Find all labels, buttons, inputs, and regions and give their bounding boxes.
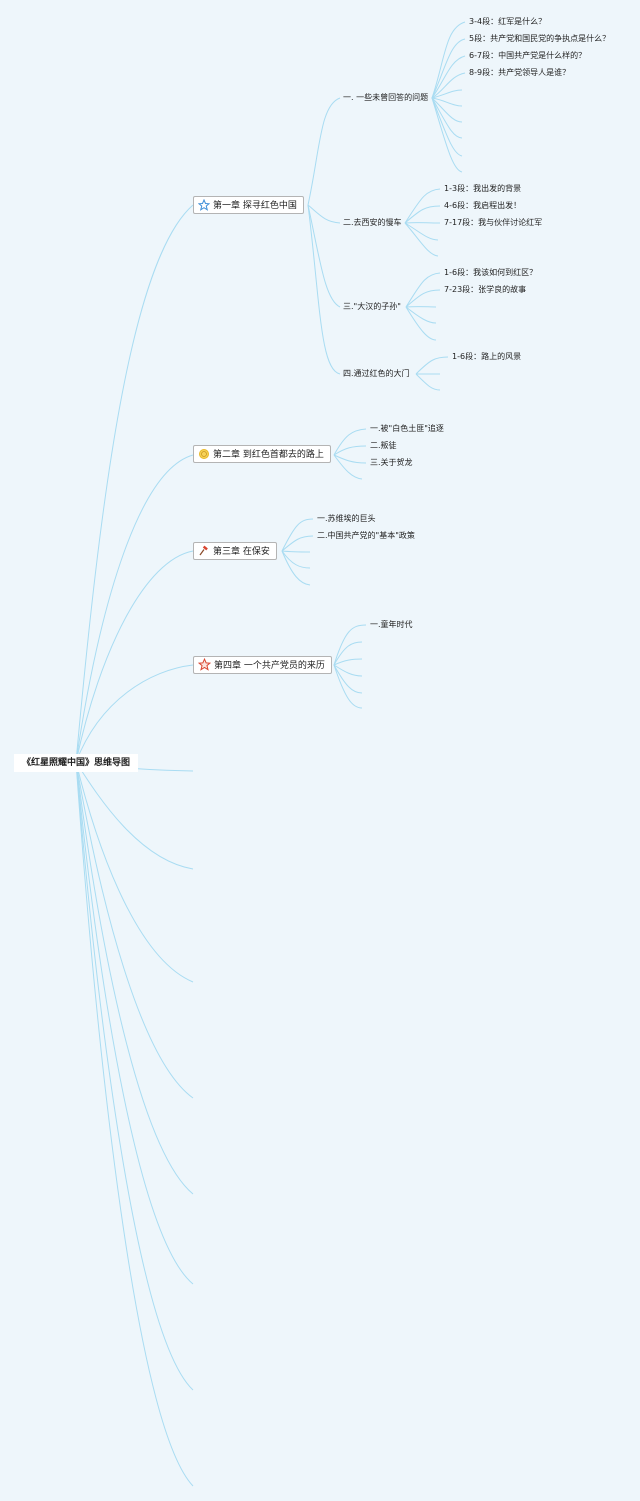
chapter-1-section-1-item-2[interactable]: 5段：共产党和国民党的争执点是什么？ — [469, 34, 611, 43]
chapter-4-title: 第四章 一个共产党员的来历 — [214, 661, 325, 671]
chapter-2-section-3[interactable]: 三.关于贺龙 — [370, 458, 413, 467]
chapter-4-node[interactable]: 第四章 一个共产党员的来历 — [193, 656, 332, 674]
chapter-2-section-2[interactable]: 二.叛徒 — [370, 441, 397, 450]
chapter-1-section-2-item-3[interactable]: 7-17段：我与伙伴讨论红军 — [444, 218, 543, 227]
chapter-2-title: 第二章 到红色首都去的路上 — [213, 450, 324, 460]
red-star-icon — [198, 658, 211, 671]
coin-icon — [199, 448, 209, 459]
chapter-1-section-2-item-1[interactable]: 1-3段：我出发的背景 — [444, 184, 522, 193]
chapter-3-section-1[interactable]: 一.苏维埃的巨头 — [317, 514, 376, 523]
chapter-1-section-1-item-1[interactable]: 3-4段：红军是什么？ — [469, 17, 547, 26]
chapter-4-section-1[interactable]: 一.童年时代 — [370, 620, 413, 629]
root-node[interactable]: 《红星照耀中国》思维导图 — [14, 754, 138, 772]
chapter-1-section-3-item-2[interactable]: 7-23段：张学良的故事 — [444, 285, 527, 294]
chapter-3-node[interactable]: 第三章 在保安 — [193, 542, 277, 560]
star-outline-icon — [198, 198, 210, 211]
chapter-1-section-2-item-2[interactable]: 4-6段：我启程出发！ — [444, 201, 522, 210]
chapter-1-section-2[interactable]: 二.去西安的慢车 — [343, 218, 402, 227]
chapter-1-section-3[interactable]: 三."大汉的子孙" — [343, 302, 401, 311]
chapter-1-section-4-item-1[interactable]: 1-6段：路上的风景 — [452, 352, 522, 361]
chapter-1-node[interactable]: 第一章 探寻红色中国 — [193, 196, 304, 214]
chapter-3-title: 第三章 在保安 — [213, 547, 270, 557]
chapter-3-section-2[interactable]: 二.中国共产党的"基本"政策 — [317, 531, 415, 540]
chapter-1-section-1[interactable]: 一. 一些未曾回答的问题 — [343, 93, 429, 102]
chapter-2-node[interactable]: 第二章 到红色首都去的路上 — [193, 445, 331, 463]
chapter-1-section-1-item-4[interactable]: 8-9段：共产党领导人是谁？ — [469, 68, 571, 77]
chapter-1-section-3-item-1[interactable]: 1-6段：我该如何到红区？ — [444, 268, 538, 277]
chapter-1-section-1-item-3[interactable]: 6-7段：中国共产党是什么样的？ — [469, 51, 587, 60]
chapter-1-title: 第一章 探寻红色中国 — [213, 201, 297, 211]
hammer-icon — [199, 545, 208, 555]
chapter-1-section-4[interactable]: 四.通过红色的大门 — [343, 369, 410, 378]
chapter-2-section-1[interactable]: 一.被"白色土匪"追逐 — [370, 424, 444, 433]
